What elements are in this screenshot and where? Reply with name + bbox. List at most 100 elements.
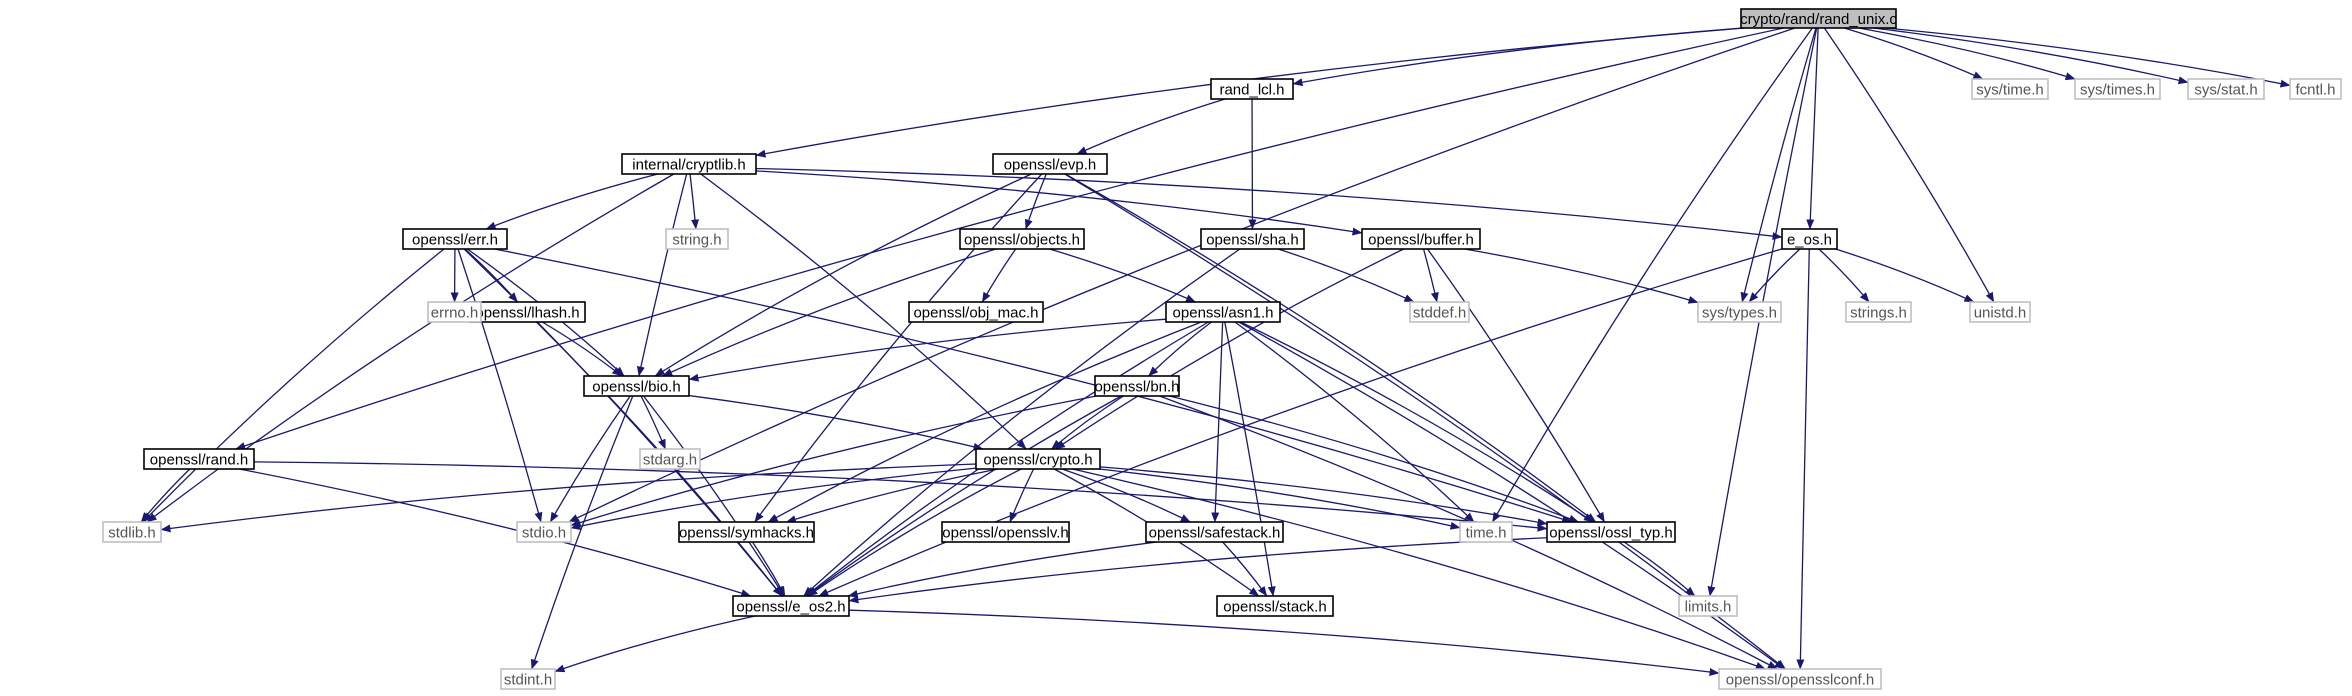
edge-crypto-to-stdio [570, 467, 977, 531]
node-openssl-sha-h[interactable]: openssl/sha.h [1200, 228, 1305, 250]
edge-cryptlib-to-crypto [700, 173, 1027, 450]
node-openssl-e-os2-h[interactable]: openssl/e_os2.h [732, 595, 850, 617]
node-openssl-crypto-h[interactable]: openssl/crypto.h [975, 448, 1101, 470]
node-openssl-lhash-h[interactable]: openssl/lhash.h [469, 301, 586, 323]
node-label: openssl/asn1.h [1173, 305, 1274, 322]
node-openssl-stack-h[interactable]: openssl/stack.h [1216, 595, 1334, 617]
node-box [427, 301, 482, 323]
node-box [1781, 228, 1838, 250]
node-box [1546, 521, 1676, 543]
node-label: rand_lcl.h [1219, 82, 1284, 99]
node-openssl-buffer-h[interactable]: openssl/buffer.h [1361, 228, 1481, 250]
node-errno-h: errno.h [427, 301, 482, 323]
edge-buffer-to-sys_types [1464, 248, 1699, 304]
node-stdarg-h: stdarg.h [639, 448, 701, 470]
node-box [1210, 78, 1294, 100]
edge-objects-to-bio [662, 248, 996, 377]
edge-crypto-to-opensslv [1009, 468, 1035, 523]
node-time-h: time.h [1459, 521, 1513, 543]
node-label: crypto/rand/rand_unix.c [1740, 11, 1897, 28]
node-openssl-opensslconf-h: openssl/opensslconf.h [1718, 668, 1882, 690]
node-box [102, 521, 162, 543]
edge-err-to-e_os2 [463, 248, 783, 597]
node-limits-h: limits.h [1678, 595, 1738, 617]
edge-cryptlib-to-e_os [755, 167, 1783, 241]
edge-sha-to-e_os2 [803, 248, 1241, 597]
node-sys-types-h: sys/types.h [1697, 301, 1782, 323]
node-box [639, 448, 701, 470]
node-stdint-h: stdint.h [500, 668, 556, 690]
node-box [1845, 301, 1912, 323]
node-openssl-evp-h[interactable]: openssl/evp.h [992, 153, 1108, 175]
node-box [1969, 301, 2031, 323]
node-openssl-opensslv-h[interactable]: openssl/opensslv.h [941, 521, 1070, 543]
edge-e_os-to-unistd [1835, 248, 1975, 303]
node-internal-cryptlib-h[interactable]: internal/cryptlib.h [621, 153, 757, 175]
edge-bn-to-stdio [570, 395, 1097, 527]
node-box [500, 668, 556, 690]
node-openssl-asn1-h[interactable]: openssl/asn1.h [1165, 301, 1281, 323]
node-openssl-symhacks-h[interactable]: openssl/symhacks.h [678, 521, 815, 543]
node-e-os-h[interactable]: e_os.h [1781, 228, 1838, 250]
edge-err-to-stdio [457, 248, 543, 523]
node-label: stdint.h [504, 672, 552, 689]
node-openssl-safestack-h[interactable]: openssl/safestack.h [1145, 521, 1284, 543]
node-box [1200, 228, 1305, 250]
node-stddef-h: stddef.h [1409, 301, 1470, 323]
node-label: openssl/rand.h [150, 452, 248, 469]
node-label: fcntl.h [2295, 82, 2335, 99]
node-label: openssl/sha.h [1206, 232, 1299, 249]
edge-evp-to-ossl_typ [1064, 173, 1597, 523]
node-openssl-rand-h[interactable]: openssl/rand.h [143, 448, 255, 470]
edge-evp-to-symhacks [754, 173, 1043, 523]
edge-cryptlib-to-bio [636, 173, 688, 377]
node-box [143, 448, 255, 470]
node-crypto-rand-rand-unix-c[interactable]: crypto/rand/rand_unix.c [1740, 8, 1897, 29]
edge-crypto-to-ossl_typ [1099, 466, 1548, 527]
node-sys-stat-h: sys/stat.h [2187, 78, 2265, 100]
node-label: openssl/e_os2.h [736, 599, 845, 616]
node-openssl-objects-h[interactable]: openssl/objects.h [959, 228, 1085, 250]
node-box [732, 595, 850, 617]
edge-e_os-to-sys_types [1748, 248, 1801, 303]
edge-evp-to-bio [654, 173, 1032, 377]
node-box [665, 228, 729, 250]
edge-asn1-to-symhacks [767, 321, 1202, 523]
edge-bn-to-crypto [1051, 395, 1124, 450]
node-sys-times-h: sys/times.h [2074, 78, 2161, 100]
node-box [1216, 595, 1334, 617]
node-label: openssl/bn.h [1094, 379, 1179, 396]
node-openssl-ossl-typ-h[interactable]: openssl/ossl_typ.h [1546, 521, 1676, 543]
node-label: e_os.h [1787, 232, 1832, 249]
edge-rand-to-e_os2 [239, 468, 752, 597]
node-label: time.h [1466, 525, 1507, 542]
edge-rand_unix-to-sys_times [1858, 27, 2076, 81]
node-box [516, 521, 572, 543]
edge-ossl_typ-to-limits [1623, 541, 1696, 597]
node-box [975, 448, 1101, 470]
node-openssl-obj-mac-h[interactable]: openssl/obj_mac.h [908, 301, 1044, 323]
edge-safestack-to-stack [1222, 541, 1268, 597]
node-label: string.h [672, 232, 721, 249]
edge-sha-to-stddef [1277, 248, 1415, 303]
node-box [1145, 521, 1284, 543]
node-label: stddef.h [1413, 305, 1466, 322]
node-stdlib-h: stdlib.h [102, 521, 162, 543]
node-openssl-bn-h[interactable]: openssl/bn.h [1094, 375, 1180, 397]
node-box [2289, 78, 2342, 100]
node-label: openssl/opensslconf.h [1726, 672, 1874, 689]
node-box [1361, 228, 1481, 250]
node-string-h: string.h [665, 228, 729, 250]
node-box [1094, 375, 1180, 397]
node-openssl-err-h[interactable]: openssl/err.h [402, 228, 508, 250]
edge-objects-to-obj_mac [981, 248, 1017, 303]
edge-bn-to-e_os2 [806, 395, 1122, 597]
node-openssl-bio-h[interactable]: openssl/bio.h [583, 375, 690, 397]
edge-bio-to-crypto [688, 394, 984, 451]
edge-e_os-to-strings [1818, 248, 1870, 303]
node-rand-lcl-h[interactable]: rand_lcl.h [1210, 78, 1294, 100]
node-box [2074, 78, 2161, 100]
edge-rand-to-ossl_typ [253, 461, 1548, 532]
edge-rand_unix-to-e_os [1806, 27, 1819, 230]
node-label: strings.h [1850, 305, 1907, 322]
